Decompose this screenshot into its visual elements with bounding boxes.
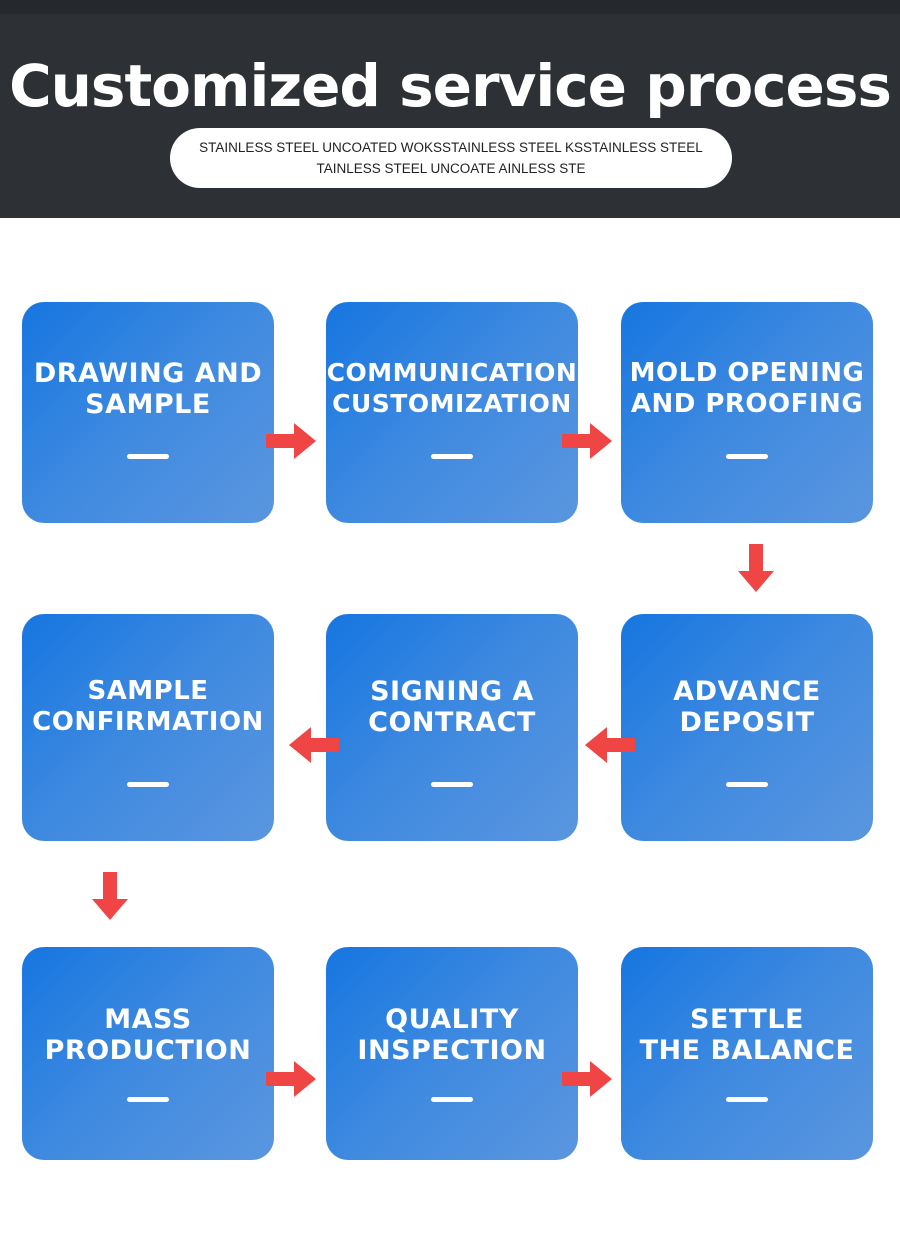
dash-divider: [127, 1097, 169, 1102]
dash-divider: [431, 1097, 473, 1102]
step-label: INSPECTION: [357, 1035, 547, 1066]
subtitle-pill: STAINLESS STEEL UNCOATED WOKSSTAINLESS S…: [170, 128, 732, 188]
step-label: SETTLE: [690, 1004, 804, 1035]
subtitle-line: STAINLESS STEEL UNCOATED WOKSSTAINLESS S…: [199, 140, 703, 155]
step-label: CONTRACT: [368, 707, 536, 738]
step-label: MOLD OPENING: [629, 358, 865, 388]
dash-divider: [431, 782, 473, 787]
step-label: AND PROOFING: [630, 389, 864, 419]
top-strip: [0, 0, 900, 14]
dash-divider: [726, 454, 768, 459]
step-label: SAMPLE: [85, 389, 211, 420]
page-title: Customized service process: [9, 52, 892, 120]
arrow-right-icon: [266, 1061, 316, 1097]
subtitle-line: TAINLESS STEEL UNCOATE AINLESS STE: [316, 161, 586, 176]
dash-divider: [726, 782, 768, 787]
step-label: THE BALANCE: [639, 1035, 855, 1066]
dash-divider: [127, 454, 169, 459]
arrow-right-icon: [562, 1061, 612, 1097]
step-label: SAMPLE: [87, 676, 209, 706]
step-label: PRODUCTION: [44, 1035, 252, 1066]
step-label: CUSTOMIZATION: [332, 389, 572, 418]
step-label: DEPOSIT: [679, 707, 815, 738]
dash-divider: [726, 1097, 768, 1102]
step-label: ADVANCE: [673, 676, 821, 707]
step-label: COMMUNICATION: [326, 358, 578, 387]
step-label: DRAWING AND: [33, 358, 263, 389]
step-label: SIGNING A: [370, 676, 534, 707]
arrow-down-icon: [92, 872, 128, 920]
arrow-right-icon: [562, 423, 612, 459]
arrow-left-icon: [289, 727, 339, 763]
arrow-down-icon: [738, 544, 774, 592]
step-label: CONFIRMATION: [32, 707, 264, 737]
arrow-right-icon: [266, 423, 316, 459]
dash-divider: [431, 454, 473, 459]
step-label: QUALITY: [385, 1004, 519, 1035]
dash-divider: [127, 782, 169, 787]
arrow-left-icon: [585, 727, 635, 763]
step-label: MASS: [104, 1004, 192, 1035]
